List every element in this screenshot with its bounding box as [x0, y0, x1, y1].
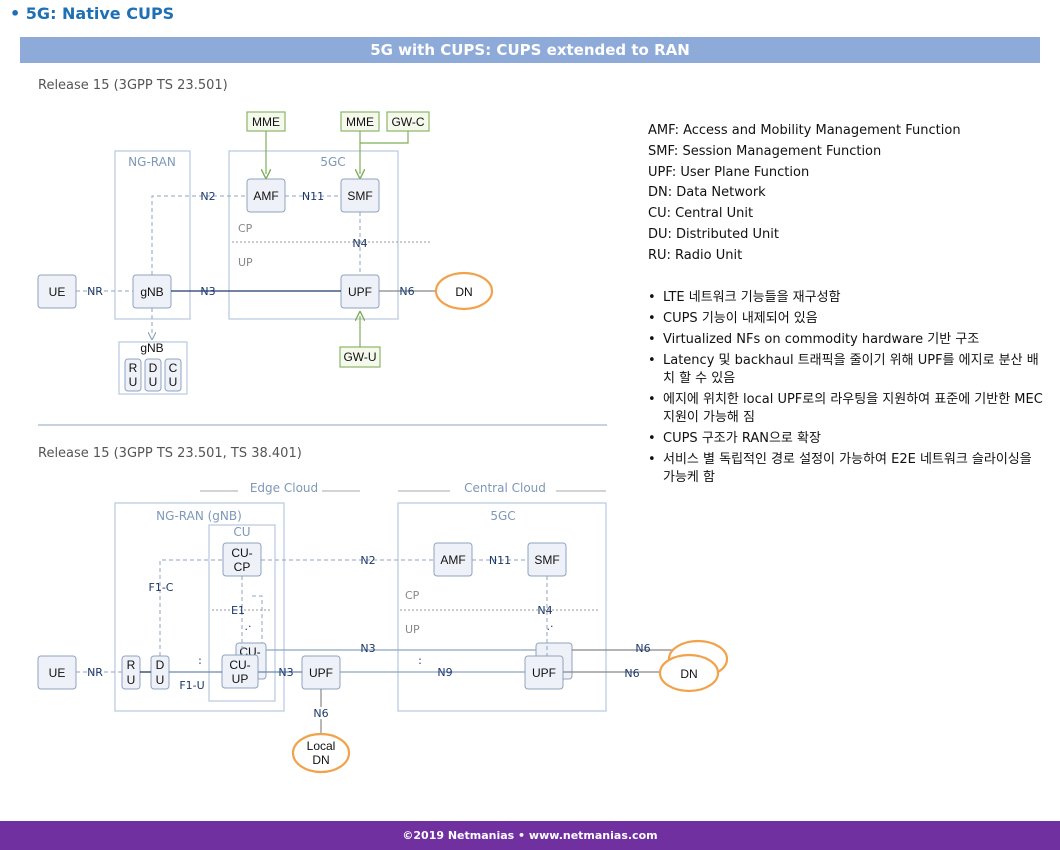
dn-label: DN	[455, 285, 472, 299]
bullet-item: Latency 및 backhaul 트래픽을 줄이기 위해 UPF를 에지로 …	[646, 352, 1046, 388]
svg-text:D: D	[149, 361, 158, 375]
svg-text:U: U	[156, 673, 165, 687]
bullet-item: Virtualized NFs on commodity hardware 기반…	[646, 331, 1046, 349]
legend-item: SMF: Session Management Function	[648, 143, 882, 159]
svg-text:.·: .·	[547, 620, 554, 633]
smf-label: SMF	[347, 189, 372, 203]
f1u-label: F1-U	[179, 679, 204, 692]
nr-label-2: NR	[87, 666, 103, 679]
abbreviation-legend: AMF: Access and Mobility Management Func…	[648, 121, 961, 267]
n11-label: N11	[302, 190, 324, 203]
svg-text:UP: UP	[232, 672, 249, 686]
cu-label: CU	[233, 525, 250, 539]
legend-item: CU: Central Unit	[648, 206, 754, 222]
smf-label-2: SMF	[534, 553, 559, 567]
n9-label: N9	[437, 666, 452, 679]
edge-cloud-label: Edge Cloud	[250, 481, 318, 495]
svg-text:CU-: CU-	[229, 658, 250, 672]
gw-u-label: GW-U	[343, 350, 376, 364]
gnb-split-label: gNB	[140, 341, 163, 355]
svg-text:R: R	[127, 658, 136, 672]
dn-circle	[434, 271, 494, 311]
gnb-split-group	[118, 341, 188, 395]
up-label-2: UP	[405, 623, 420, 636]
n4-label-2: N4	[537, 604, 552, 617]
cu-group	[208, 524, 276, 702]
bullet-item: LTE 네트워크 기능들을 재구성함	[646, 289, 1046, 307]
ngran-gnb-group	[114, 502, 285, 712]
svg-text:R: R	[129, 361, 138, 375]
up-label: UP	[238, 256, 253, 269]
release-15-label-2: Release 15 (3GPP TS 23.501, TS 38.401)	[38, 446, 302, 461]
amf-label: AMF	[253, 189, 278, 203]
n6-label-4: N6	[313, 707, 328, 720]
bullet-item: CUPS 구조가 RAN으로 확장	[646, 430, 1046, 448]
bullet-item: 서비스 별 독립적인 경로 설정이 가능하여 E2E 네트워크 슬라이싱을 가능…	[646, 451, 1046, 487]
svg-text:U: U	[129, 375, 138, 389]
cp-label: CP	[238, 222, 253, 235]
svg-text:DN: DN	[312, 753, 329, 767]
upf-central-label: UPF	[532, 666, 556, 680]
5gc-label: 5GC	[320, 155, 345, 169]
n6-label: N6	[399, 285, 414, 298]
gw-c-label: GW-C	[391, 115, 424, 129]
svg-text:CP: CP	[234, 560, 251, 574]
mme-label: MME	[252, 115, 280, 129]
svg-text:C: C	[169, 361, 178, 375]
5gc-group-2	[397, 502, 607, 712]
svg-text:U: U	[169, 375, 178, 389]
gnb-label: gNB	[140, 285, 163, 299]
ue-label-2: UE	[49, 666, 66, 680]
bullet-item: 에지에 위치한 local UPF로의 라우팅을 지원하여 표준에 기반한 ME…	[646, 391, 1046, 427]
upf-edge-label: UPF	[309, 666, 333, 680]
svg-text::: :	[198, 654, 202, 667]
central-cloud-label: Central Cloud	[464, 481, 546, 495]
svg-text::: :	[418, 654, 422, 667]
feature-bullet-list: LTE 네트워크 기능들을 재구성함 CUPS 기능이 내제되어 있음 Virt…	[646, 289, 1046, 490]
legend-item: UPF: User Plane Function	[648, 164, 810, 180]
dn-label-2: DN	[680, 667, 697, 681]
f1c-label: F1-C	[149, 581, 174, 594]
ngran-gnb-label: NG-RAN (gNB)	[156, 509, 242, 523]
local-dn-label: Local	[307, 739, 336, 753]
n11-label-2: N11	[489, 554, 511, 567]
svg-text:CU-: CU-	[231, 546, 252, 560]
legend-item: DN: Data Network	[648, 185, 766, 201]
footer-copyright: ©2019 Netmanias • www.netmanias.com	[0, 821, 1060, 850]
svg-text:D: D	[156, 658, 165, 672]
dn-circle-2	[658, 653, 720, 693]
ue-label: UE	[49, 285, 66, 299]
cp-label-2: CP	[405, 589, 420, 602]
svg-text:U: U	[149, 375, 158, 389]
legend-item: DU: Distributed Unit	[648, 226, 779, 242]
title-banner: 5G with CUPS: CUPS extended to RAN	[20, 37, 1040, 63]
n2-label-2: N2	[360, 554, 375, 567]
bullet-item: CUPS 기능이 내제되어 있음	[646, 310, 1046, 328]
5gc-label-2: 5GC	[490, 509, 515, 523]
release-15-label: Release 15 (3GPP TS 23.501)	[38, 78, 228, 93]
ngran-label: NG-RAN	[128, 155, 176, 169]
n4-label: N4	[352, 237, 367, 250]
n3-label-2: N3	[360, 642, 375, 655]
legend-item: RU: Radio Unit	[648, 247, 743, 263]
svg-text:.·: .·	[245, 620, 252, 633]
amf-label-2: AMF	[440, 553, 465, 567]
n3-label-3: N3	[278, 666, 293, 679]
nr-label: NR	[87, 285, 103, 298]
local-dn-circle	[291, 732, 351, 774]
upf-label: UPF	[348, 285, 372, 299]
mme-label-2: MME	[346, 115, 374, 129]
n2-label: N2	[200, 190, 215, 203]
n3-label: N3	[200, 285, 215, 298]
n6-label-3: N6	[624, 667, 639, 680]
svg-text:U: U	[127, 673, 136, 687]
legend-item: AMF: Access and Mobility Management Func…	[648, 123, 961, 138]
n6-label-2: N6	[635, 642, 650, 655]
5gc-group	[228, 150, 399, 320]
page-heading: • 5G: Native CUPS	[10, 4, 175, 23]
e1-label: E1	[231, 604, 245, 617]
